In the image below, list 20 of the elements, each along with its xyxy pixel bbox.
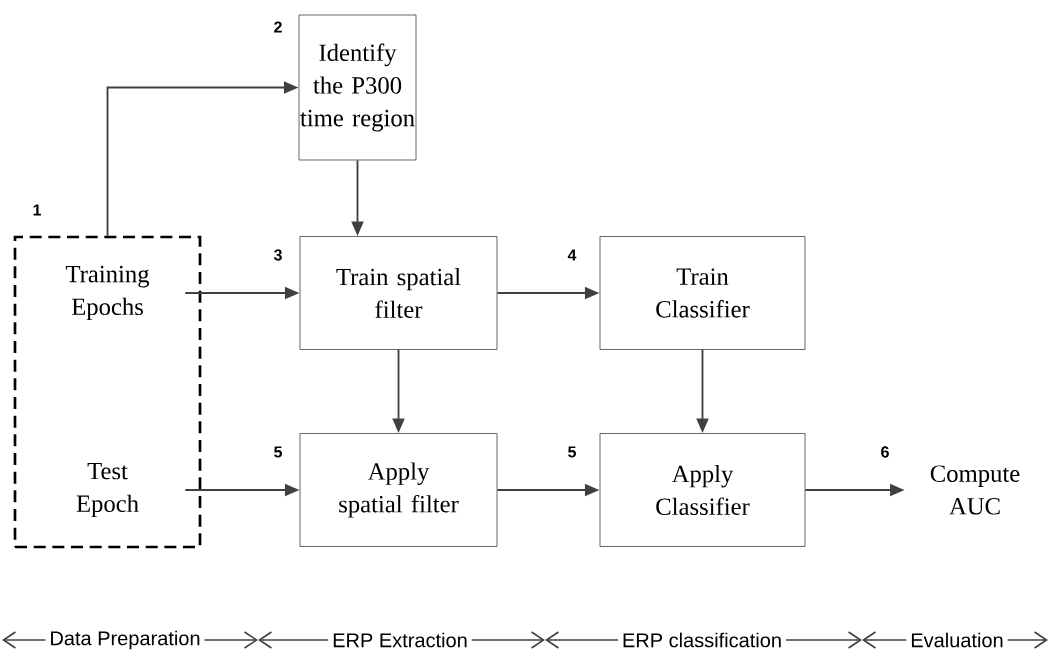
step-text: Training Epochs	[65, 265, 150, 321]
process-box: Apply Classifier	[599, 433, 806, 547]
step-number: 2	[274, 21, 282, 33]
step-number: 5	[274, 446, 282, 458]
step-text: Test Epoch	[76, 462, 139, 518]
step-number: 3	[273, 249, 282, 261]
phase-label: Evaluation	[906, 631, 1008, 649]
process-box: Train Classifier	[599, 236, 806, 350]
process-box: Train spatial filter	[299, 236, 498, 350]
process-box: Apply spatial filter	[299, 433, 498, 547]
phase-label: ERP classification	[618, 631, 787, 649]
dashed-box	[13, 235, 202, 549]
step-number: 5	[568, 446, 576, 458]
step-number: 6	[881, 446, 889, 458]
process-box: Identify the P300 time region	[298, 14, 417, 161]
step-number: 4	[567, 249, 577, 261]
step-number: 1	[33, 204, 41, 216]
phase-label: ERP Extraction	[328, 631, 472, 649]
phase-label: Data Preparation	[45, 629, 205, 651]
step-text: Compute AUC	[930, 465, 1020, 515]
